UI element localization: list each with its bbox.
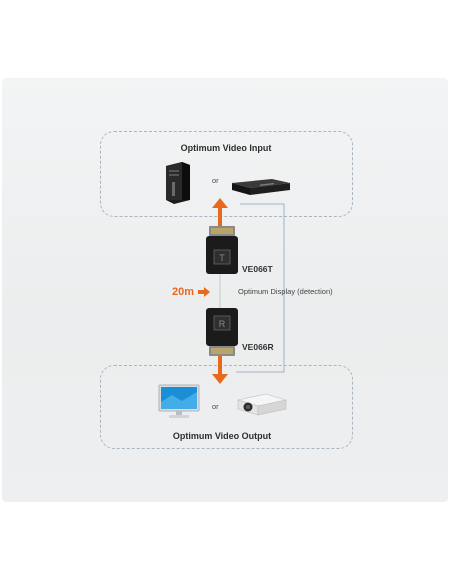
transmitter-label: VE066T [242, 264, 273, 274]
diagram-panel [2, 78, 448, 502]
projector-icon [237, 393, 287, 416]
input-title: Optimum Video Input [180, 143, 272, 153]
distance-label: 20m [172, 286, 195, 298]
input-arrow-down [212, 356, 228, 384]
or-text-bottom: or [212, 402, 219, 411]
output-group-box [100, 365, 353, 449]
transmitter-dongle-icon: T [206, 226, 238, 274]
distance-arrow-icon [198, 287, 210, 297]
output-arrow-up [212, 198, 228, 228]
input-group-box [100, 131, 353, 217]
svg-text:R: R [219, 319, 226, 329]
dvd-player-icon [232, 179, 290, 195]
svg-text:T: T [219, 253, 225, 263]
receiver-label: VE066R [242, 342, 274, 352]
monitor-icon [158, 384, 200, 418]
pc-tower-icon [166, 162, 190, 204]
receiver-dongle-icon: R [206, 308, 238, 356]
or-text-top: or [212, 176, 219, 185]
detection-label: Optimum Display (detection) [238, 287, 333, 296]
output-title: Optimum Video Output [172, 431, 272, 441]
